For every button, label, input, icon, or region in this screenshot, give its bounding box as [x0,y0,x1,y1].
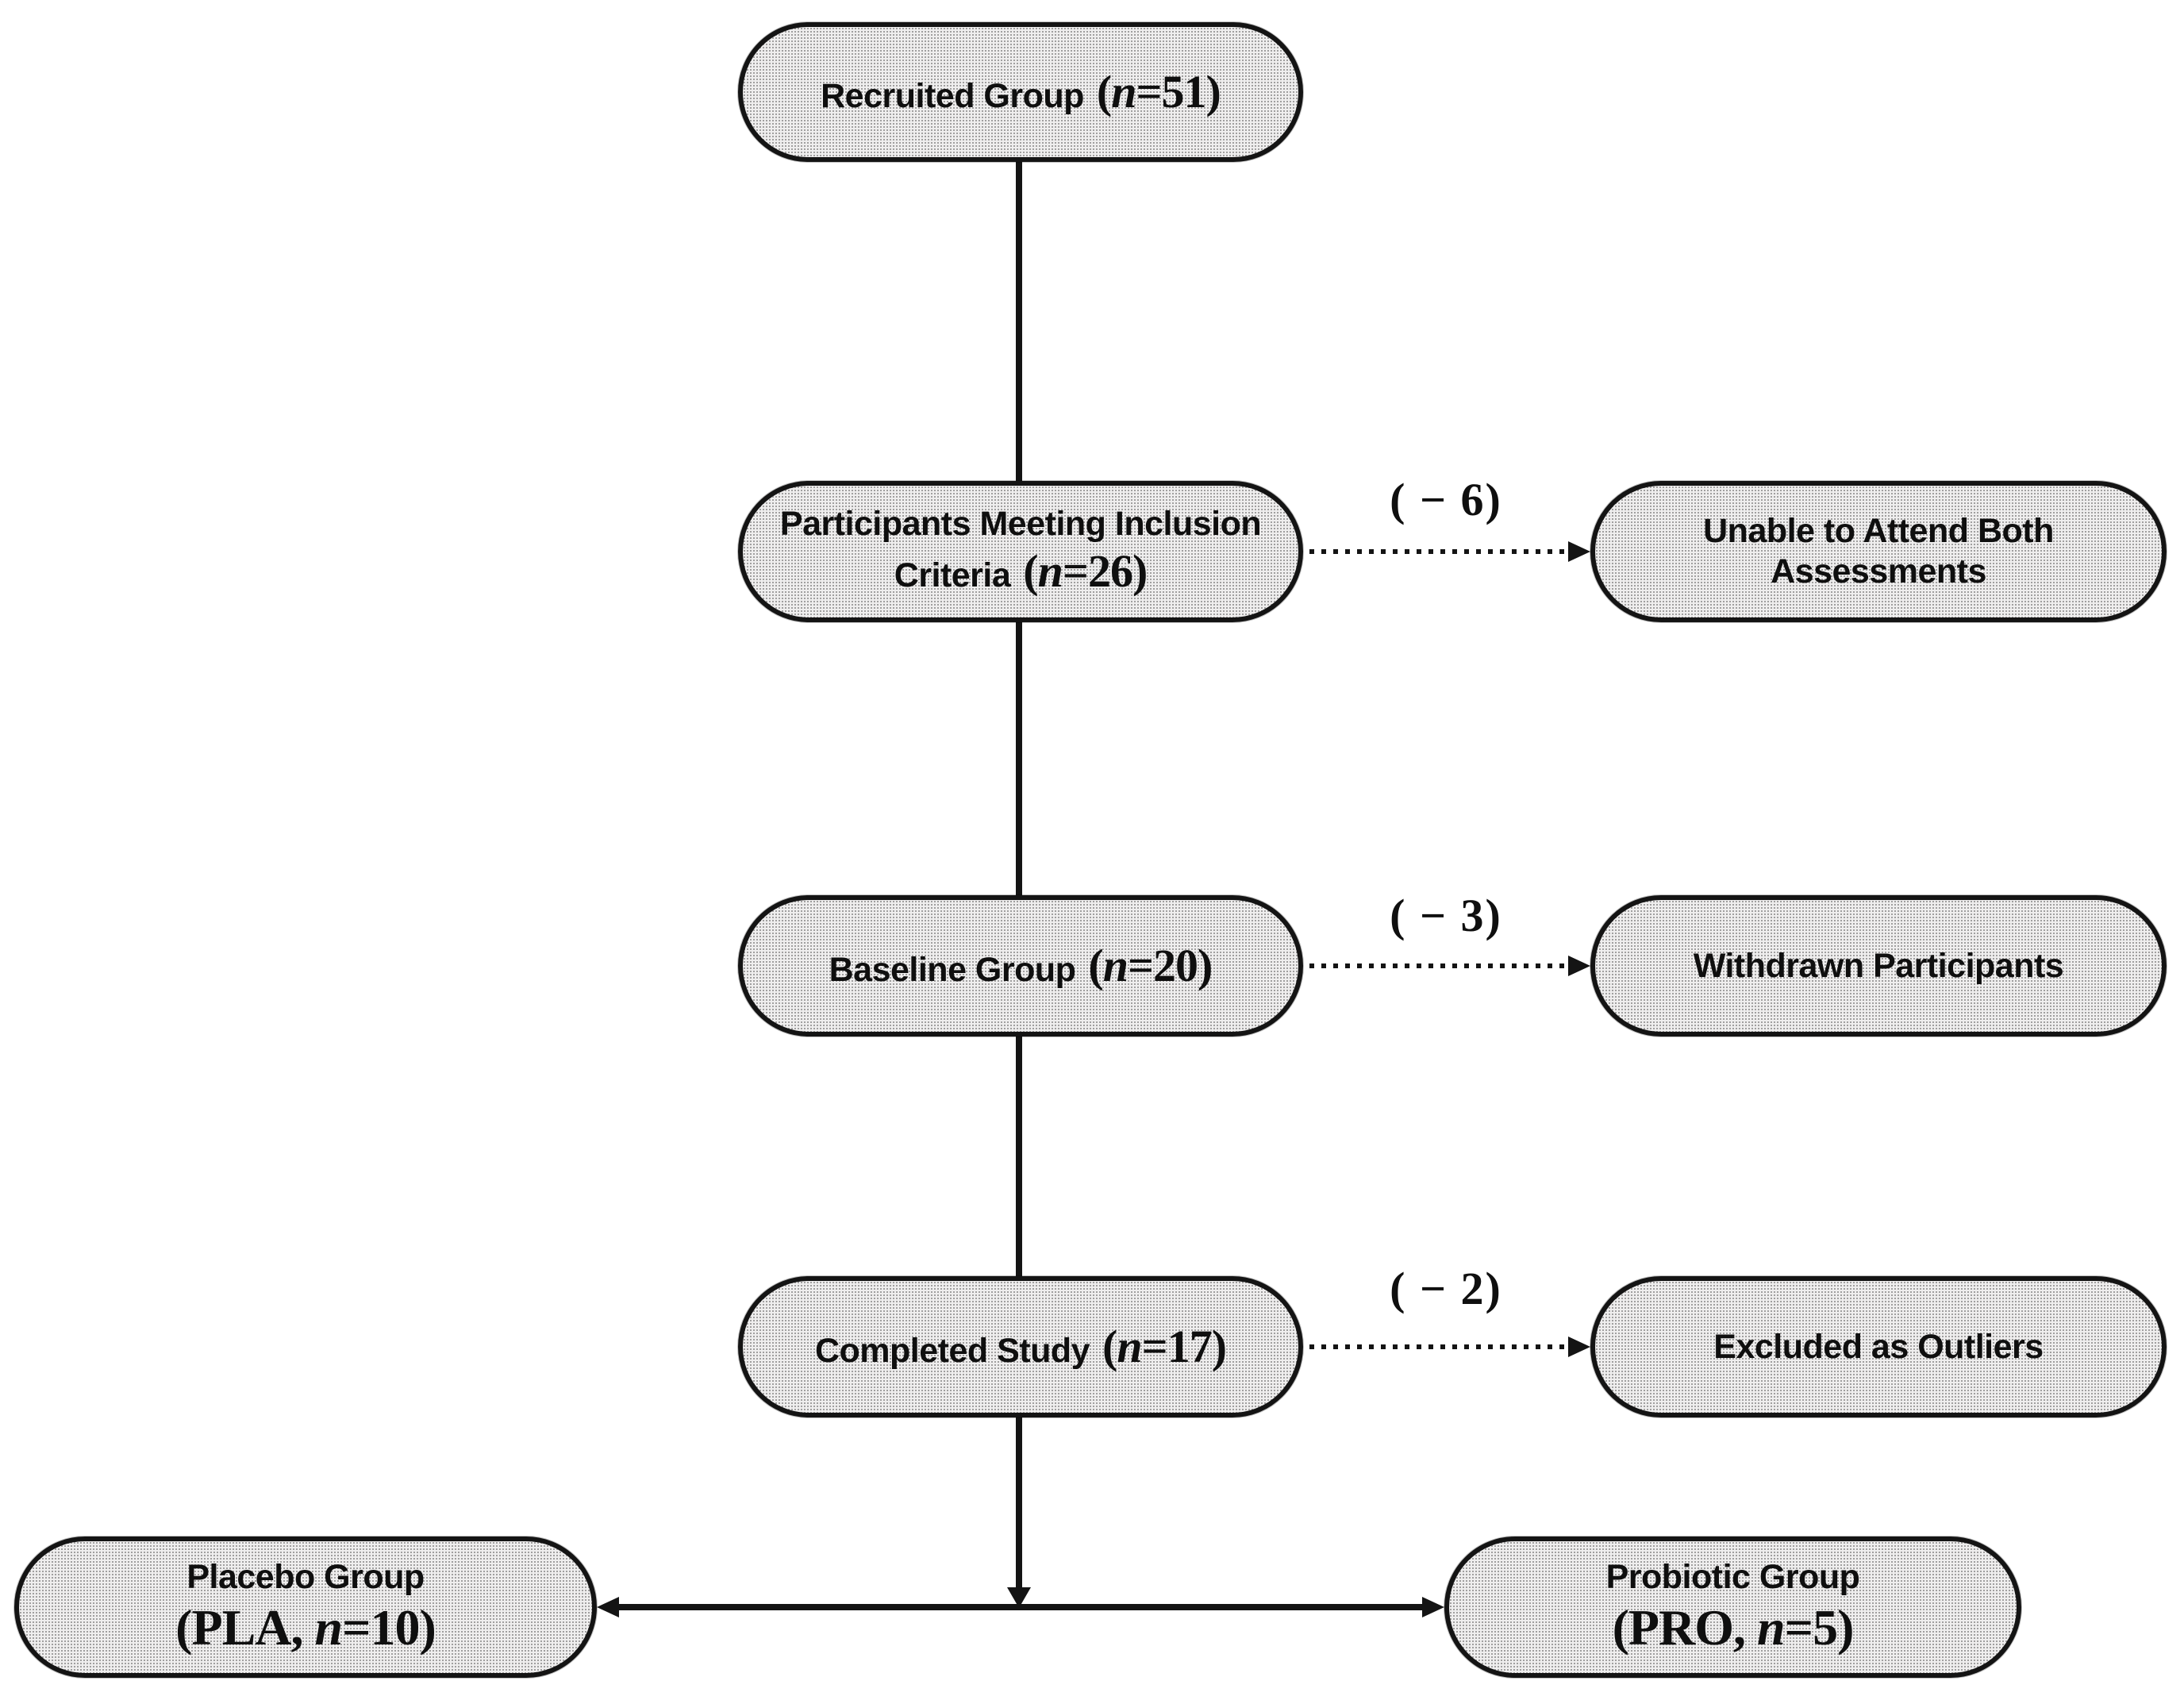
node-label: Excluded as Outliers [1713,1327,2044,1366]
sample-size: (n=20) [1088,939,1213,991]
connector-exclusion-1 [1309,549,1570,554]
sample-size: (n=51) [1096,65,1221,117]
connector-completed-to-split [1016,1414,1022,1594]
node-label: Withdrawn Participants [1693,946,2064,985]
sample-size: (n=26) [1023,545,1148,598]
node-label: Baseline Group [829,950,1076,989]
node-label: Placebo Group [186,1557,425,1596]
node-unable-to-attend: Unable to Attend Both Assessments [1590,481,2167,622]
node-probiotic-group: Probiotic Group (PRO, n=5) [1444,1537,2021,1678]
node-label: Completed Study [814,1331,1090,1370]
node-label: Probiotic Group [1605,1557,1860,1596]
connector-exclusion-2 [1309,963,1570,968]
node-label-line2: Criteria [894,556,1011,595]
arrowhead-exclusion-2-icon [1568,956,1590,976]
arrowhead-exclusion-1-icon [1568,541,1590,562]
node-recruited-group: Recruited Group (n=51) [738,22,1303,162]
connector-recruited-to-inclusion [1016,159,1022,484]
arrowhead-exclusion-3-icon [1568,1337,1590,1357]
sample-size: (n=17) [1102,1320,1227,1372]
node-completed-study: Completed Study (n=17) [738,1276,1303,1417]
node-label: Unable to Attend Both [1703,512,2054,551]
node-baseline-group: Baseline Group (n=20) [738,895,1303,1037]
node-label-line2: Assessments [1771,552,1986,590]
node-excluded-outliers: Excluded as Outliers [1590,1276,2167,1417]
node-withdrawn-participants: Withdrawn Participants [1590,895,2167,1037]
arrowhead-right-icon [1422,1597,1444,1617]
connector-split-horizontal [613,1604,1428,1610]
sample-size: (PLA, n=10) [175,1598,436,1656]
node-placebo-group: Placebo Group (PLA, n=10) [14,1537,597,1678]
node-inclusion-criteria: Participants Meeting Inclusion Criteria … [738,481,1303,622]
exclusion-count-2: ( − 3) [1390,890,1502,941]
sample-size: (PRO, n=5) [1612,1598,1855,1656]
connector-inclusion-to-baseline [1016,619,1022,898]
connector-exclusion-3 [1309,1344,1570,1349]
exclusion-count-3: ( − 2) [1390,1263,1502,1314]
node-label: Recruited Group [821,76,1084,115]
exclusion-count-1: ( − 6) [1390,474,1502,525]
arrowhead-left-icon [597,1597,619,1617]
node-label: Participants Meeting Inclusion [779,505,1262,544]
connector-baseline-to-completed [1016,1033,1022,1279]
